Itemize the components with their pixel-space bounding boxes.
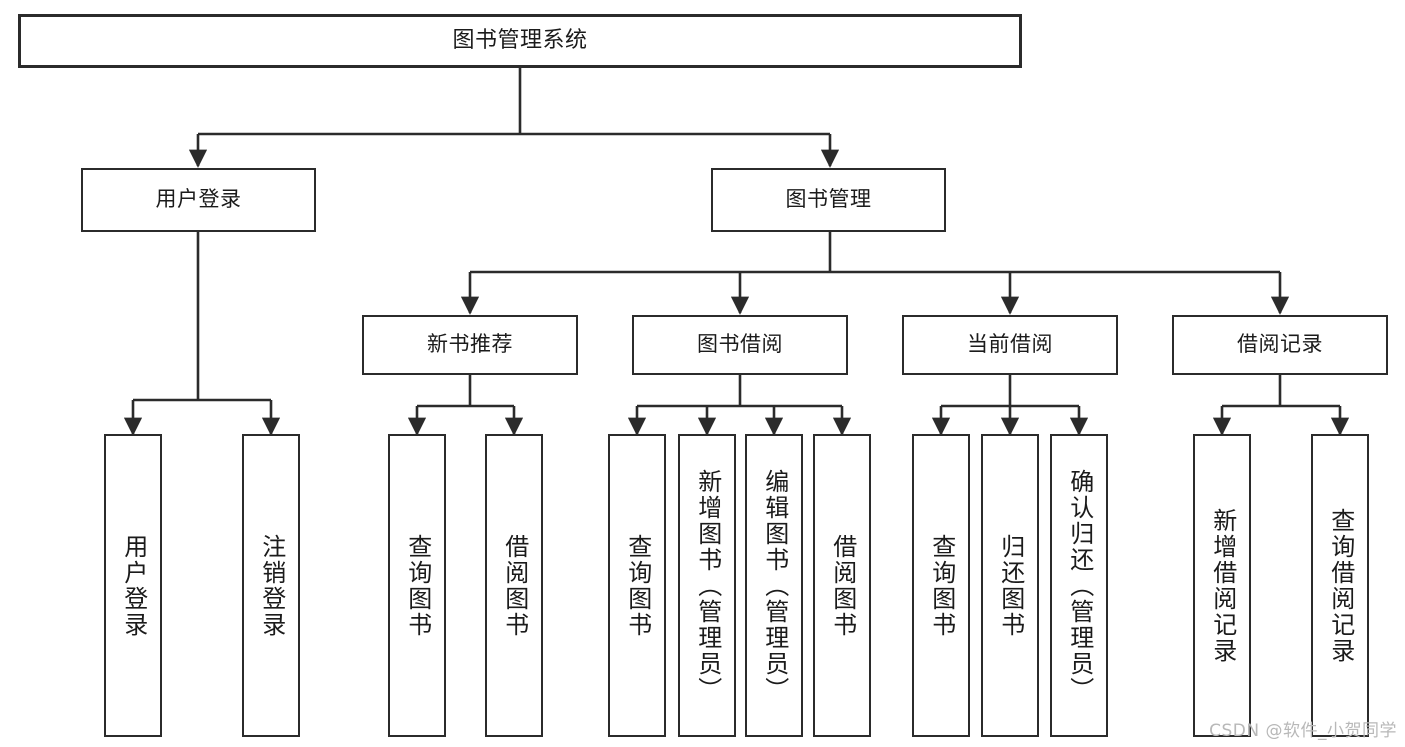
leaf-user-login-label: 用户登录 <box>119 533 148 638</box>
node-root[interactable]: 图书管理系统 <box>18 14 1022 68</box>
node-borrow-record-label: 借阅记录 <box>1237 332 1323 357</box>
leaf-logout[interactable]: 注销登录 <box>242 434 300 737</box>
leaf-query-book-a[interactable]: 查询图书 <box>388 434 446 737</box>
leaf-query-record-label: 查询借阅记录 <box>1326 507 1355 664</box>
leaf-add-record-label: 新增借阅记录 <box>1208 507 1237 664</box>
leaf-borrow-book-b-label: 借阅图书 <box>828 533 857 638</box>
node-book-borrow[interactable]: 图书借阅 <box>632 315 848 375</box>
leaf-query-book-b-label: 查询图书 <box>623 533 652 638</box>
leaf-borrow-book-a-label: 借阅图书 <box>500 533 529 638</box>
leaf-user-login[interactable]: 用户登录 <box>104 434 162 737</box>
watermark: CSDN @软件_小贺同学 <box>1209 721 1397 741</box>
node-current-borrow[interactable]: 当前借阅 <box>902 315 1118 375</box>
leaf-add-record[interactable]: 新增借阅记录 <box>1193 434 1251 737</box>
leaf-return-book[interactable]: 归还图书 <box>981 434 1039 737</box>
leaf-edit-book-label: 编辑图书（管理员） <box>760 468 789 703</box>
leaf-borrow-book-b[interactable]: 借阅图书 <box>813 434 871 737</box>
leaf-add-book[interactable]: 新增图书（管理员） <box>678 434 736 737</box>
leaf-edit-book[interactable]: 编辑图书（管理员） <box>745 434 803 737</box>
node-borrow-record[interactable]: 借阅记录 <box>1172 315 1388 375</box>
leaf-add-book-label: 新增图书（管理员） <box>693 468 722 703</box>
node-root-label: 图书管理系统 <box>452 27 588 53</box>
leaf-return-book-label: 归还图书 <box>996 533 1025 638</box>
leaf-query-book-c[interactable]: 查询图书 <box>912 434 970 737</box>
node-book-manage-label: 图书管理 <box>785 187 872 212</box>
leaf-borrow-book-a[interactable]: 借阅图书 <box>485 434 543 737</box>
node-book-borrow-label: 图书借阅 <box>697 332 783 357</box>
node-new-book-recommend[interactable]: 新书推荐 <box>362 315 578 375</box>
leaf-query-record[interactable]: 查询借阅记录 <box>1311 434 1369 737</box>
node-user-login-label: 用户登录 <box>155 187 242 212</box>
node-new-book-recommend-label: 新书推荐 <box>427 332 513 357</box>
node-user-login[interactable]: 用户登录 <box>81 168 316 232</box>
node-current-borrow-label: 当前借阅 <box>967 332 1053 357</box>
leaf-query-book-a-label: 查询图书 <box>403 533 432 638</box>
leaf-confirm-return[interactable]: 确认归还（管理员） <box>1050 434 1108 737</box>
leaf-confirm-return-label: 确认归还（管理员） <box>1065 468 1094 703</box>
leaf-query-book-c-label: 查询图书 <box>927 533 956 638</box>
leaf-query-book-b[interactable]: 查询图书 <box>608 434 666 737</box>
leaf-logout-label: 注销登录 <box>257 533 286 638</box>
node-book-manage[interactable]: 图书管理 <box>711 168 946 232</box>
